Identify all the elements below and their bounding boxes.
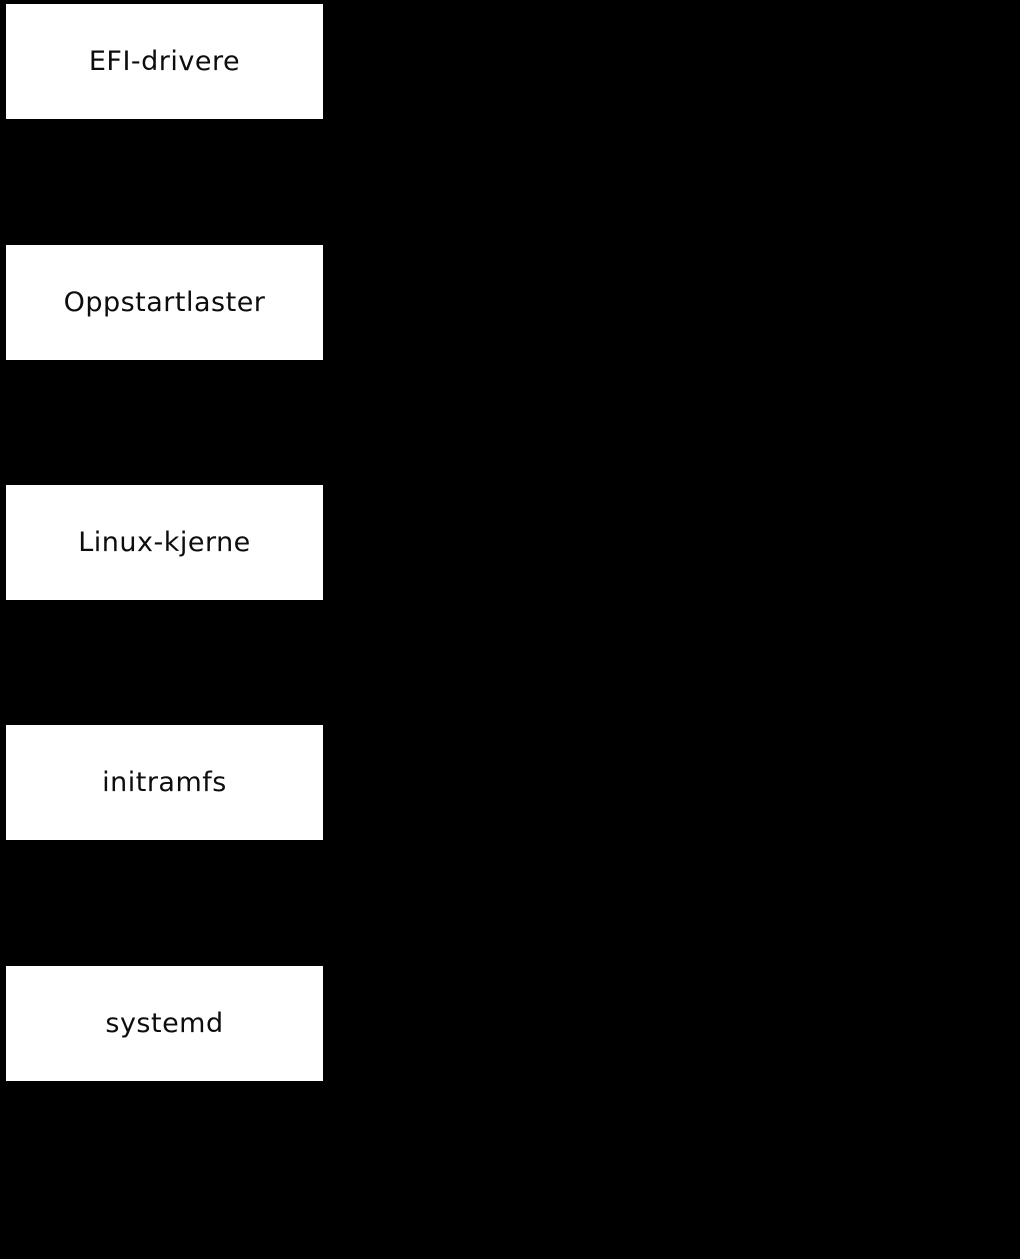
node-oppstartlaster-label: Oppstartlaster: [63, 287, 266, 318]
node-linux-kjerne-label: Linux-kjerne: [78, 527, 251, 558]
node-oppstartlaster: Oppstartlaster: [6, 245, 323, 360]
node-systemd: systemd: [6, 966, 323, 1081]
node-initramfs-label: initramfs: [102, 767, 227, 798]
node-efi-drivere: EFI-drivere: [6, 4, 323, 119]
node-linux-kjerne: Linux-kjerne: [6, 485, 323, 600]
node-efi-drivere-label: EFI-drivere: [88, 46, 241, 77]
node-systemd-label: systemd: [105, 1008, 224, 1039]
node-initramfs: initramfs: [6, 725, 323, 840]
